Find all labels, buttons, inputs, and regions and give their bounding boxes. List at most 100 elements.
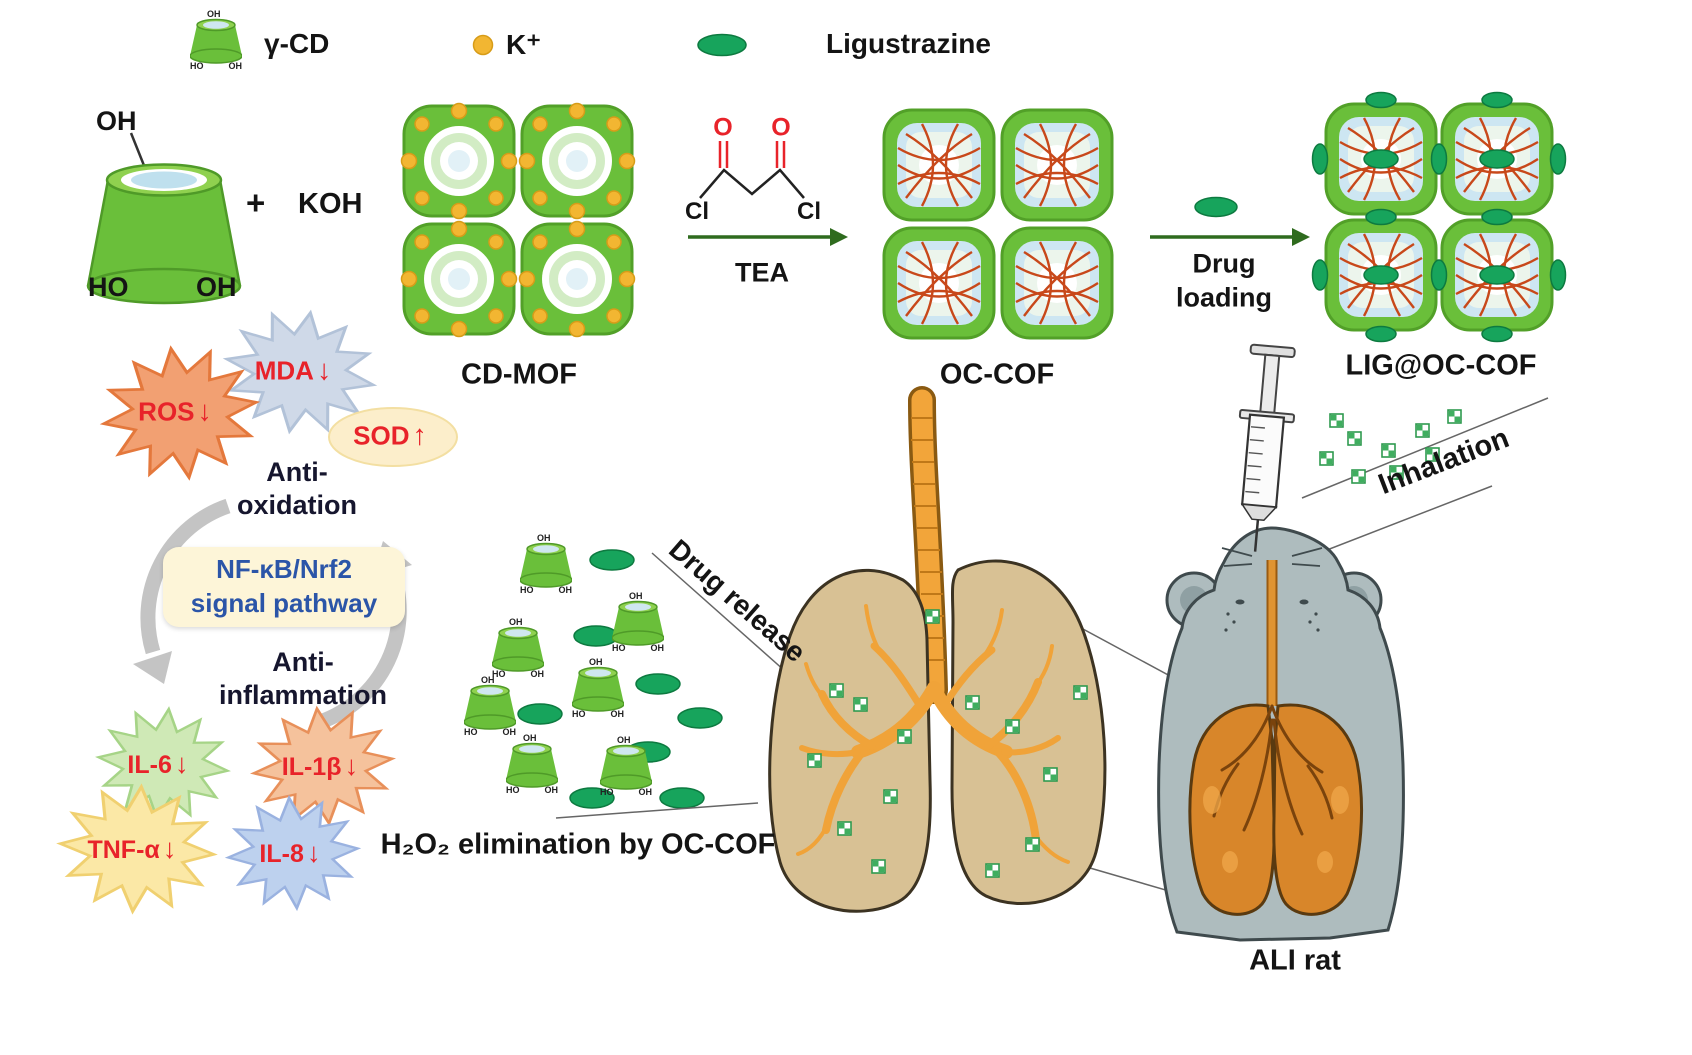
mini-cd-oh-top: OH [537,533,551,543]
oxalyl-chloride-structure [699,141,805,199]
cd-ho-label: HO [88,272,129,302]
released-drug-ellipses [517,549,723,809]
chlorine-left-label: Cl [685,198,709,225]
mini-cd-oh: OH [502,727,517,737]
ali-rat-label: ALI rat [1249,944,1341,977]
chlorine-right-label: Cl [797,198,821,225]
ros-marker: ROS↓ [138,396,212,429]
released-cd-6: OH HO OH [505,733,559,795]
anti-inflammation-line2: inflammation [218,680,388,710]
mini-cd-shape [189,18,243,64]
drug-ellipse-above-arrow [1194,196,1238,218]
mda-marker: MDA↓ [255,355,332,388]
mini-cd-ho: HO [464,727,478,737]
anti-oxidation-line1: Anti- [266,457,328,488]
mini-cd-oh-top: OH [509,617,523,627]
released-cd-2: OH HO OH [611,591,665,653]
released-cd-3: OH HO OH [491,617,545,679]
anti-inflammation-label: Anti- inflammation [219,646,387,712]
released-cd-5: OH HO OH [571,657,625,719]
lig-oc-cof-structure [1311,91,1567,343]
gamma-cd-structure [86,132,242,305]
reaction-arrow-2 [1150,228,1310,246]
mini-cd-oh-top: OH [589,657,603,667]
ros-arrow: ↓ [197,395,212,428]
mini-cd-ho: HO [190,61,204,71]
mda-label: MDA [254,355,314,386]
il8-arrow: ↓ [306,837,321,868]
il6-marker: IL-6↓ [127,748,188,780]
il8-marker: IL-8↓ [259,837,320,869]
nfkb-nrf2-pathway-box: NF-κB/Nrf2 signal pathway [163,547,405,627]
oc-cof-structure [882,108,1114,340]
anti-oxidation-label: Anti- oxidation [237,456,357,522]
il8-label: IL-8 [259,840,304,868]
mini-cd-oh-top: OH [617,735,631,745]
anti-inflammation-line1: Anti- [272,647,334,678]
mini-cd-ho: HO [492,669,506,679]
mini-cd-oh: OH [610,709,625,719]
mini-cd-ho: HO [600,787,614,797]
sod-marker: SOD↑ [353,420,427,453]
tea-label: TEA [735,257,789,288]
mda-arrow: ↓ [316,354,332,387]
il6-label: IL-6 [127,751,172,779]
mini-cd-ho: HO [506,785,520,795]
cd-mof-label: CD-MOF [461,358,577,391]
lungs-illustration [768,386,1107,913]
tnfa-label: TNF-α [87,836,160,864]
il1b-label: IL-1β [281,753,342,781]
mini-cd-oh: OH [638,787,653,797]
mini-cd-oh-top: OH [481,675,495,685]
mini-cd-oh: OH [544,785,559,795]
syringe [1238,343,1296,552]
lig-oc-cof-label: LIG@OC-COF [1345,349,1537,382]
legend-ligustrazine-label: Ligustrazine [826,28,991,59]
oxygen-left-label: O [713,113,733,142]
il6-arrow: ↓ [174,748,189,779]
k-ion-icon [472,34,494,56]
il1b-marker: IL-1β↓ [282,750,358,782]
pathway-line1: NF-κB/Nrf2 [216,554,352,585]
ali-rat-illustration [1157,526,1405,942]
il1b-arrow: ↓ [344,750,359,781]
released-cd-7: OH HO OH [599,735,653,797]
mini-cd-oh: OH [650,643,665,653]
mini-cd-oh: OH [228,61,243,71]
sod-ellipse [328,407,458,467]
cd-oh-top-label: OH [96,106,137,136]
mini-cd-oh-top: OH [523,733,537,743]
h2o2-line [555,802,759,819]
drug-loading-line1: Drug [1192,248,1256,279]
drug-loading-line2: loading [1176,282,1272,313]
tnfa-arrow: ↓ [162,833,177,864]
sod-arrow: ↑ [412,419,427,452]
oxygen-right-label: O [771,113,791,142]
ligustrazine-icon [697,33,747,57]
inhalation-line-top [1301,397,1549,499]
oc-cof-label: OC-COF [939,358,1055,391]
mini-cd-ho: HO [612,643,626,653]
legend-gamma-cd-label: γ-CD [264,28,330,59]
mini-cd-ho: HO [572,709,586,719]
mini-cd-oh-top: OH [629,591,643,601]
pathway-line2: signal pathway [190,588,378,618]
released-cd-4: OH HO OH [463,675,517,737]
ros-label: ROS [138,396,195,427]
plus-sign: + [246,184,266,221]
cd-oh-bottom-label: OH [196,272,237,302]
cd-mof-structure [400,102,636,338]
released-cd-1: OH HO OH [519,533,573,595]
mini-cd-oh-top: OH [207,9,221,19]
sod-label: SOD [353,420,410,451]
mini-cd-oh: OH [558,585,573,595]
mini-cd-oh: OH [530,669,545,679]
mini-cd-ho: HO [520,585,534,595]
tnfa-marker: TNF-α↓ [87,833,176,865]
reaction-arrow-1 [688,228,848,246]
koh-label: KOH [298,188,363,220]
legend-k-label: K⁺ [506,29,541,60]
h2o2-elimination-label: H₂O₂ elimination by OC-COF [380,828,776,861]
